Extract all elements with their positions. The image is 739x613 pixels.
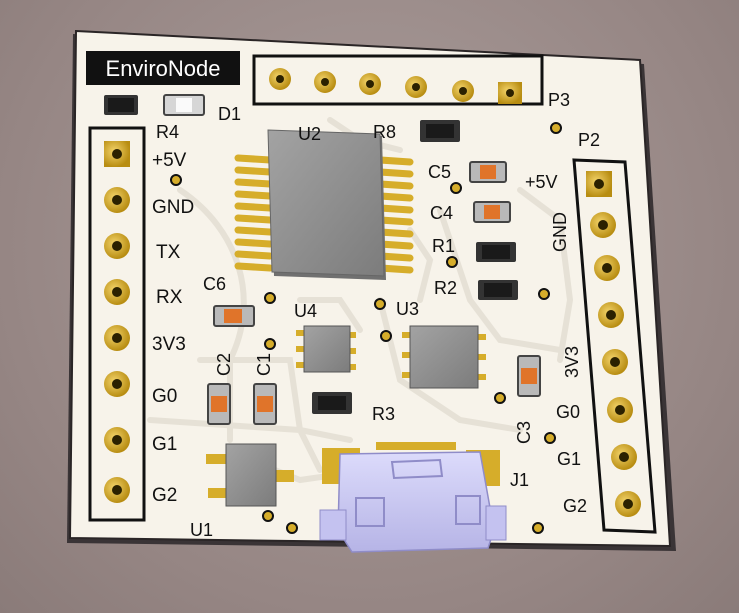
left-pin [104, 233, 130, 259]
right-pin-label: G0 [556, 402, 580, 422]
right-pin-label: G2 [563, 496, 587, 516]
header-p3 [252, 54, 544, 106]
label-c1: C1 [254, 353, 274, 376]
label-r3: R3 [372, 404, 395, 424]
board-title-plate: EnviroNode [86, 51, 240, 85]
right-pin [590, 212, 616, 238]
right-pin-label: +5V [525, 172, 558, 192]
right-pin [598, 302, 624, 328]
right-pin-label: 3V3 [562, 346, 582, 378]
label-r2: R2 [434, 278, 457, 298]
left-pin-label: G2 [152, 485, 177, 506]
capacitor-c5 [469, 161, 507, 183]
resistor-r8 [420, 120, 460, 142]
p3-pin [269, 68, 291, 90]
left-pin [104, 187, 130, 213]
label-p3: P3 [548, 90, 570, 110]
right-pin [594, 255, 620, 281]
label-c5: C5 [428, 162, 451, 182]
p3-pin [452, 80, 474, 102]
left-pin [104, 371, 130, 397]
label-j1: J1 [510, 470, 529, 490]
left-pin-label: 3V3 [152, 334, 186, 355]
p3-pin [405, 76, 427, 98]
left-pin-label: GND [152, 197, 194, 218]
label-c2: C2 [214, 353, 234, 376]
right-pin-square [586, 171, 612, 197]
left-pin-label: RX [156, 287, 183, 308]
p3-pin [314, 71, 336, 93]
right-pin-label: GND [550, 212, 570, 252]
right-pin-labels: +5V GND 3V3 G0 G1 G2 [525, 172, 587, 516]
left-pin [104, 427, 130, 453]
resistor-r4 [104, 95, 138, 115]
right-pin [602, 349, 628, 375]
right-pin [607, 397, 633, 423]
left-pin [104, 279, 130, 305]
label-u2: U2 [298, 124, 321, 144]
left-pin-label: G1 [152, 434, 177, 455]
label-u3: U3 [396, 299, 419, 319]
label-r1: R1 [432, 236, 455, 256]
left-pin [104, 325, 130, 351]
led-d1 [163, 94, 205, 116]
left-pin-label: TX [156, 242, 181, 263]
label-u1: U1 [190, 520, 213, 540]
label-u4: U4 [294, 301, 317, 321]
capacitor-c2 [207, 383, 231, 425]
chip-u2 [234, 129, 414, 280]
left-pin [104, 477, 130, 503]
resistor-r3 [312, 392, 352, 414]
label-c3: C3 [514, 421, 534, 444]
label-r8: R8 [373, 122, 396, 142]
vias [170, 122, 562, 534]
capacitor-c6 [213, 305, 255, 327]
chip-u1 [206, 443, 294, 507]
resistor-r1 [476, 242, 516, 262]
label-c4: C4 [430, 203, 453, 223]
board-title: EnviroNode [106, 56, 221, 81]
capacitor-c1 [253, 383, 277, 425]
left-pin-labels: +5V GND TX RX 3V3 G0 G1 G2 [152, 150, 194, 506]
right-pin [611, 444, 637, 470]
chip-u3 [402, 325, 486, 389]
right-header [572, 158, 657, 534]
usb-connector-j1 [319, 442, 507, 553]
p3-pin [359, 73, 381, 95]
left-pin-square [104, 141, 130, 167]
left-pin-label: G0 [152, 386, 177, 407]
right-pin-label: G1 [557, 449, 581, 469]
resistor-r2 [478, 280, 518, 300]
chip-u4 [296, 325, 356, 373]
p3-pin-square [498, 82, 522, 104]
label-d1: D1 [218, 104, 241, 124]
left-header [88, 126, 146, 522]
label-c6: C6 [203, 274, 226, 294]
capacitor-c4 [473, 201, 511, 223]
label-r4: R4 [156, 122, 179, 142]
capacitor-c3 [517, 355, 541, 397]
right-pin [615, 491, 641, 517]
label-p2: P2 [578, 130, 600, 150]
left-pin-label: +5V [152, 150, 187, 171]
